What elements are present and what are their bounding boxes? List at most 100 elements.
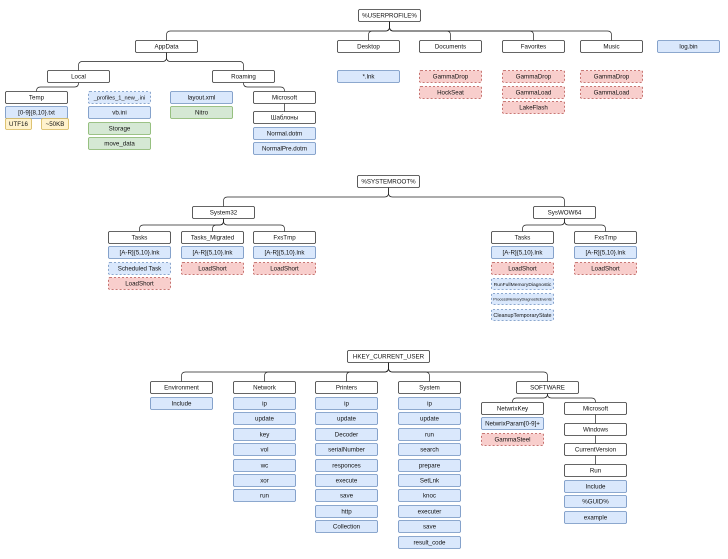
node-label: Collection [333,524,361,531]
node-prn-ip: ip [315,397,378,410]
node-nitro: Nitro [170,106,233,119]
node-box [398,474,461,487]
edge-syswow64-to-w64-tasks [522,218,565,232]
node-vb-ini: vb.ini [88,106,151,119]
node-label: execute [336,478,358,485]
node-box [170,106,233,119]
node-label: AppData [154,44,179,51]
edge-system32-to-s32-tasks [139,218,224,232]
node-fav-gammaload: GammaLoad [502,86,565,99]
node-box [657,40,720,53]
node-system: System [398,381,461,394]
node-label: search [420,447,439,454]
node-net-vol: vol [233,443,296,456]
node-box [233,443,296,456]
node-move-data: move_data [88,137,151,150]
node-label: http [341,509,352,516]
node-box [181,262,244,275]
node-box [337,70,400,83]
node-box [315,520,378,533]
node-label: log.bin [679,44,698,51]
node-box [398,459,461,472]
node-box [253,246,316,259]
node-run-example: example [564,511,627,524]
node-systemroot: %SYSTEMROOT% [357,175,420,188]
node-box [253,231,316,244]
node-box [491,246,554,259]
node-sys-setlnk: SetLnk [398,474,461,487]
node-label: Documents [435,44,466,51]
node-label: NetwrixKey [497,406,529,413]
node-box [564,423,627,436]
node-box [564,480,627,493]
node-label: Tasks_Migrated [191,235,235,242]
node-box [233,381,296,394]
node-prn-serial: serialNumber [315,443,378,456]
node-sys-save: save [398,520,461,533]
node-box [315,443,378,456]
edge-systemroot-to-syswow64 [388,187,565,207]
edge-system32-to-s32-fxstmp [223,218,285,232]
node-box [398,489,461,502]
node-label: update [337,416,356,423]
node-local: Local [47,70,110,83]
edge-software-to-sw-microsoft [547,393,596,403]
node-label: FxsTmp [273,235,296,242]
node-label: System32 [210,210,238,217]
node-box [398,505,461,518]
node-shablony: Шаблоны [253,111,316,124]
node-label: NetwrixParam[0-9]+ [485,421,540,428]
node-fav-lakeflash: LakeFlash [502,101,565,114]
node-w64-fx-lnk: [A-R]{5,10}.lnk [574,246,637,259]
node-box [150,381,213,394]
node-label: LakeFlash [519,105,548,112]
node-label: serialNumber [328,447,365,454]
node-box [41,118,69,130]
node-doc-hockseat: HockSeat [419,86,482,99]
node-box [5,106,68,119]
node-prn-save: save [315,489,378,502]
node-label: responces [332,463,361,470]
node-label: [A-R]{5,10}.lnk [503,250,544,257]
node-net-ip: ip [233,397,296,410]
node-normalpre-dotm: NormalPre.dotm [253,142,316,155]
node-s32-fxstmp: FxsTmp [253,231,316,244]
node-box [212,70,275,83]
node-label: GammaDrop [433,74,469,81]
node-label: UTF16 [9,121,28,128]
node-label: NormalPre.dotm [262,146,307,153]
node-s32-loadshort1: LoadShort [108,277,171,290]
node-sys-result: result_code [398,536,461,549]
node-w64-cleanup: CleanupTemporaryState [491,309,554,321]
node-label: Normal.dotm [267,131,302,138]
node-s32-tasks-lnk: [A-R]{5,10}.lnk [108,246,171,259]
node-sys-prepare: prepare [398,459,461,472]
node-box [181,246,244,259]
node-label: Шаблоны [271,115,299,122]
node-box [337,40,400,53]
node-label: LoadShort [125,281,154,288]
node-box [315,489,378,502]
node-label: Desktop [357,44,380,51]
node-microsoft-r: Microsoft [253,91,316,104]
node-label: Tasks [132,235,148,242]
node-box [315,505,378,518]
node-appdata: AppData [135,40,198,53]
node-doc-gammadrop: GammaDrop [419,70,482,83]
node-label: SysWOW64 [548,210,582,217]
node-box [233,397,296,410]
node-label: %GUID% [582,499,609,506]
edge-hkcu-to-printers [346,362,389,382]
node-box [491,309,554,321]
node-label: key [260,432,271,439]
node-label: Temp [29,95,45,102]
node-label: knoc [423,493,436,500]
node-label: update [420,416,439,423]
node-desktop: Desktop [337,40,400,53]
node-netwrixkey: NetwrixKey [481,402,544,415]
node-label: HKEY_CURRENT_USER [353,354,425,361]
node-gammasteel: GammaSteel [481,433,544,446]
node-label: GammaDrop [516,74,552,81]
node-size50: ~50KB [41,118,69,130]
